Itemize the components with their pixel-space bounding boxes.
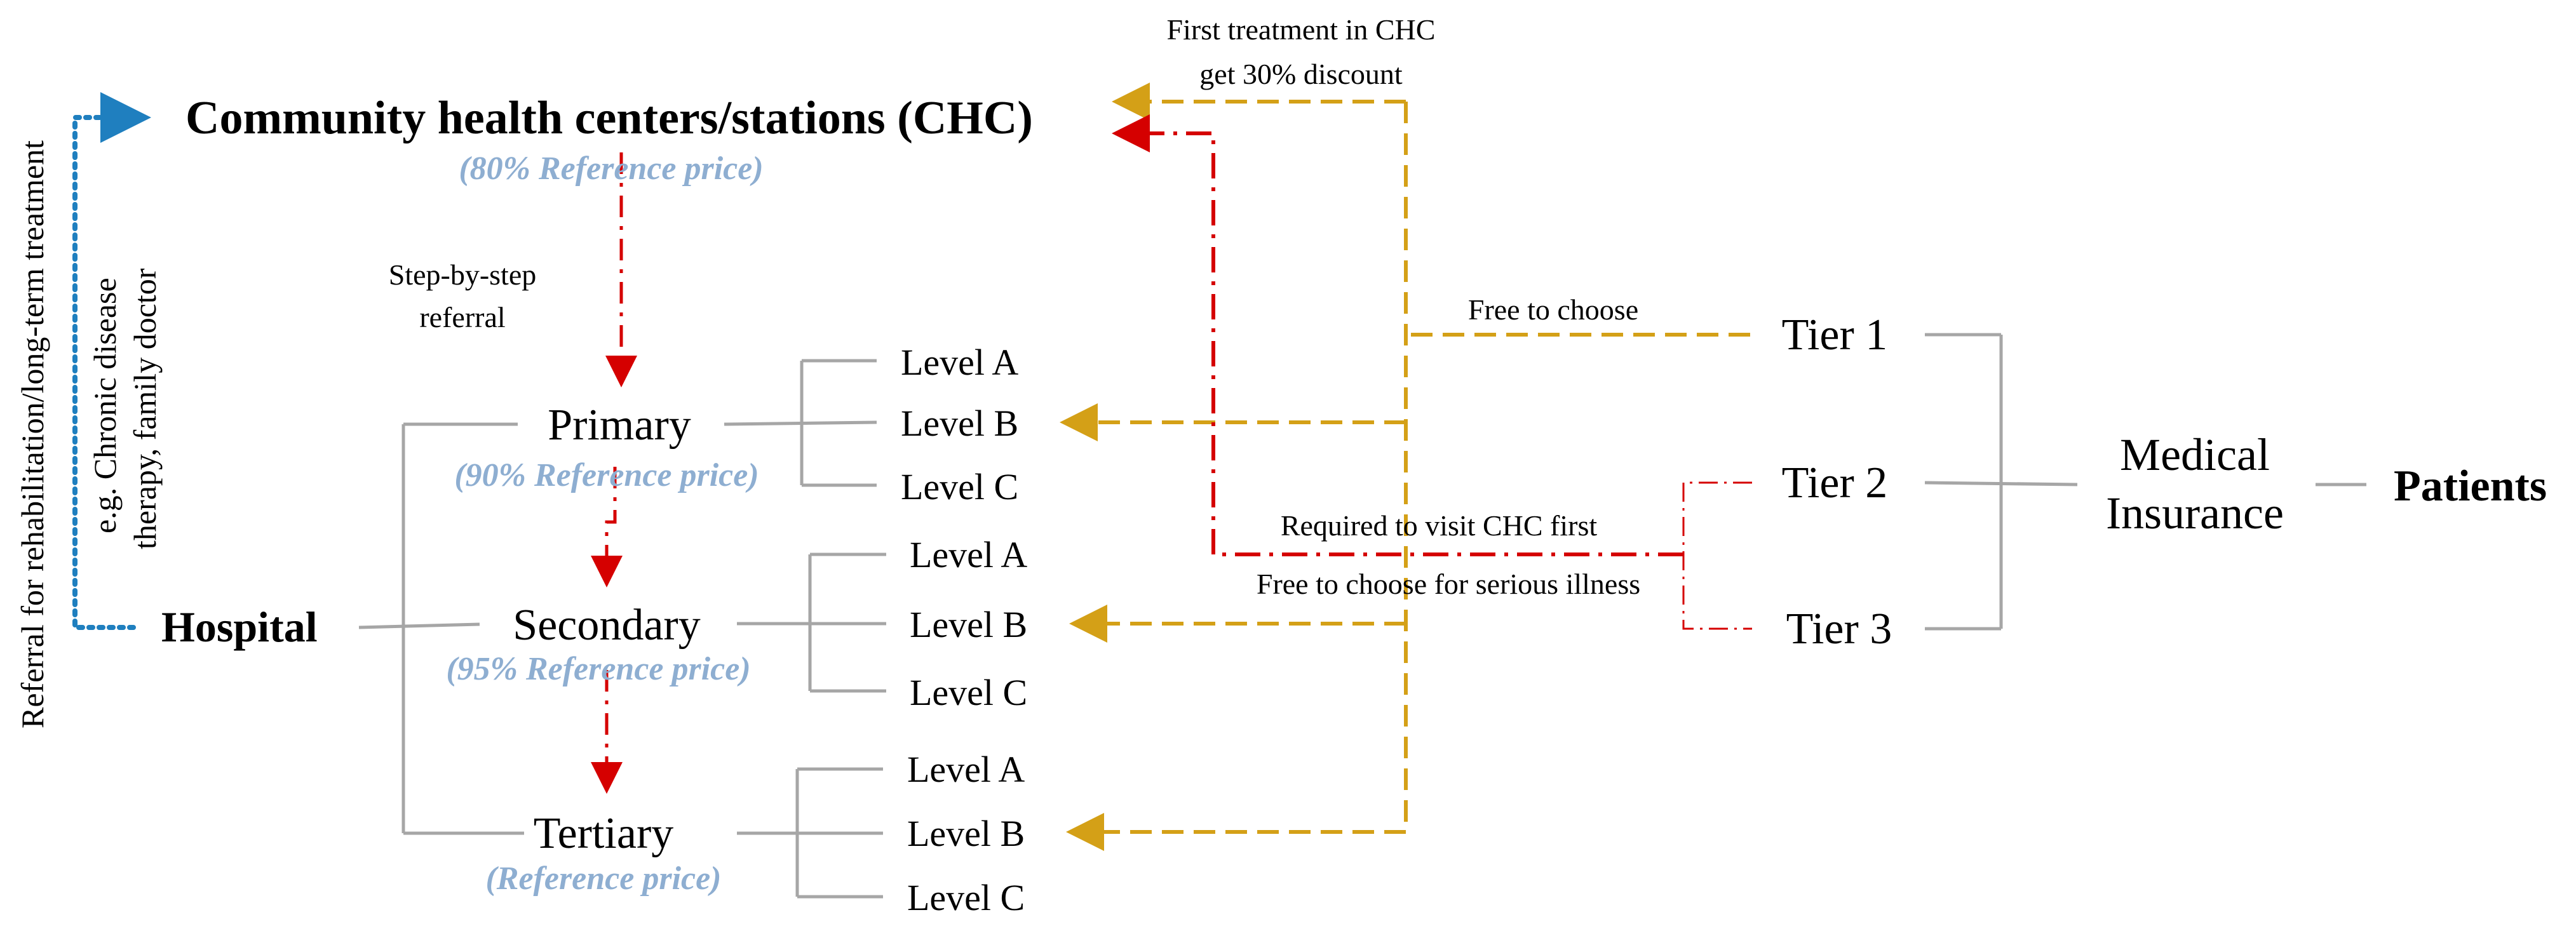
tier1-label: Tier 1 [1782, 311, 1888, 359]
tier23-flows [1112, 114, 1752, 630]
required-chc-arrow [1112, 114, 1683, 556]
secondary-level-c: Level C [910, 672, 1027, 713]
tertiary-label: Tertiary [534, 809, 674, 858]
required-chc-label: Required to visit CHC first [1281, 509, 1598, 542]
rehab-referral-arrow [72, 92, 151, 630]
rehab-referral-label: Referral for rehabilitation/long-term tr… [15, 140, 50, 728]
secondary-level-b: Level B [910, 604, 1027, 645]
patients-label: Patients [2394, 462, 2547, 511]
chc-price: (80% Reference price) [459, 151, 763, 187]
secondary-label: Secondary [513, 601, 700, 650]
secondary-price: (95% Reference price) [446, 651, 750, 687]
insurance-label-1: Medical [2120, 429, 2270, 480]
secondary-level-a: Level A [910, 534, 1027, 575]
step-referral-label-1: Step-by-step [389, 258, 537, 291]
step-referral-arrows [591, 152, 637, 794]
first-treatment-label-1: First treatment in CHC [1167, 13, 1436, 46]
tertiary-level-c: Level C [907, 877, 1025, 918]
chronic-disease-label: e.g. Chronic disease [87, 278, 123, 533]
primary-level-c: Level C [901, 466, 1018, 507]
tier2-line [1924, 481, 2078, 486]
primary-to-secondary-arrow [591, 467, 623, 587]
primary-level-b: Level B [901, 403, 1018, 444]
primary-label: Primary [548, 401, 691, 450]
primary-price: (90% Reference price) [454, 457, 759, 493]
free-to-choose-label: Free to choose [1468, 293, 1638, 326]
insurance-label-2: Insurance [2106, 488, 2284, 539]
serious-illness-label: Free to choose for serious illness [1257, 568, 1640, 600]
tertiary-price: (Reference price) [485, 861, 721, 897]
tier1-flows [1060, 83, 1750, 851]
primary-level-a: Level A [901, 342, 1018, 383]
tier3-label: Tier 3 [1786, 605, 1892, 653]
chc-title: Community health centers/stations (CHC) [185, 92, 1033, 144]
hospital-label: Hospital [161, 603, 318, 651]
step-referral-label-2: referral [419, 301, 505, 333]
hierarchy-connectors [358, 333, 2366, 899]
family-doctor-label: therapy, family doctor [127, 268, 163, 549]
first-treatment-label-2: get 30% discount [1199, 58, 1403, 90]
tertiary-level-b: Level B [907, 813, 1025, 854]
tier2-label: Tier 2 [1782, 459, 1888, 507]
hospital-connector [358, 622, 480, 629]
tier23-bracket [1682, 481, 1752, 630]
tertiary-level-a: Level A [907, 749, 1025, 790]
